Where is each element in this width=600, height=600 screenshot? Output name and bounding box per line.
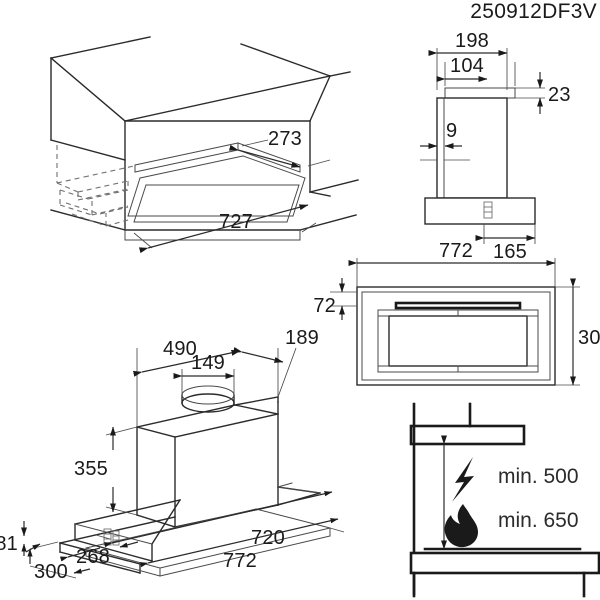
dim-niche-727: 727 — [219, 211, 253, 233]
dim-side-9: 9 — [446, 120, 457, 142]
view-safety-clearance: min. 500 min. 650 — [409, 402, 600, 598]
drawing-title: 250912DF3V — [470, 0, 597, 23]
view-cabinet-niche-isometric: 273 727 — [50, 36, 359, 254]
dim-side-23: 23 — [548, 84, 571, 106]
dim-iso-772: 772 — [223, 550, 257, 572]
view-side-section: 198 104 23 9 165 — [420, 30, 571, 263]
dim-iso-268: 268 — [76, 546, 110, 568]
dim-iso-149: 149 — [191, 352, 225, 374]
view-underside-plan: 772 72 300 — [313, 240, 600, 386]
dim-side-104: 104 — [450, 55, 484, 77]
dim-plan-772: 772 — [439, 240, 473, 262]
dim-iso-490: 490 — [163, 338, 197, 360]
view-product-isometric: 490 189 149 355 81 300 268 720 — [0, 327, 345, 583]
lightning-bolt-icon — [452, 457, 474, 502]
dim-niche-273: 273 — [268, 128, 302, 150]
dim-side-165: 165 — [493, 241, 527, 263]
clearance-label-electric: min. 500 — [498, 465, 579, 488]
dim-plan-300: 300 — [578, 327, 600, 349]
dim-side-198: 198 — [455, 30, 489, 52]
dim-iso-81: 81 — [0, 533, 18, 555]
dim-iso-355: 355 — [74, 458, 108, 480]
dim-iso-300: 300 — [34, 561, 68, 583]
dim-plan-72: 72 — [313, 295, 336, 317]
clearance-label-gas: min. 650 — [498, 509, 579, 532]
dim-iso-189: 189 — [285, 327, 319, 349]
flame-icon — [444, 504, 478, 548]
